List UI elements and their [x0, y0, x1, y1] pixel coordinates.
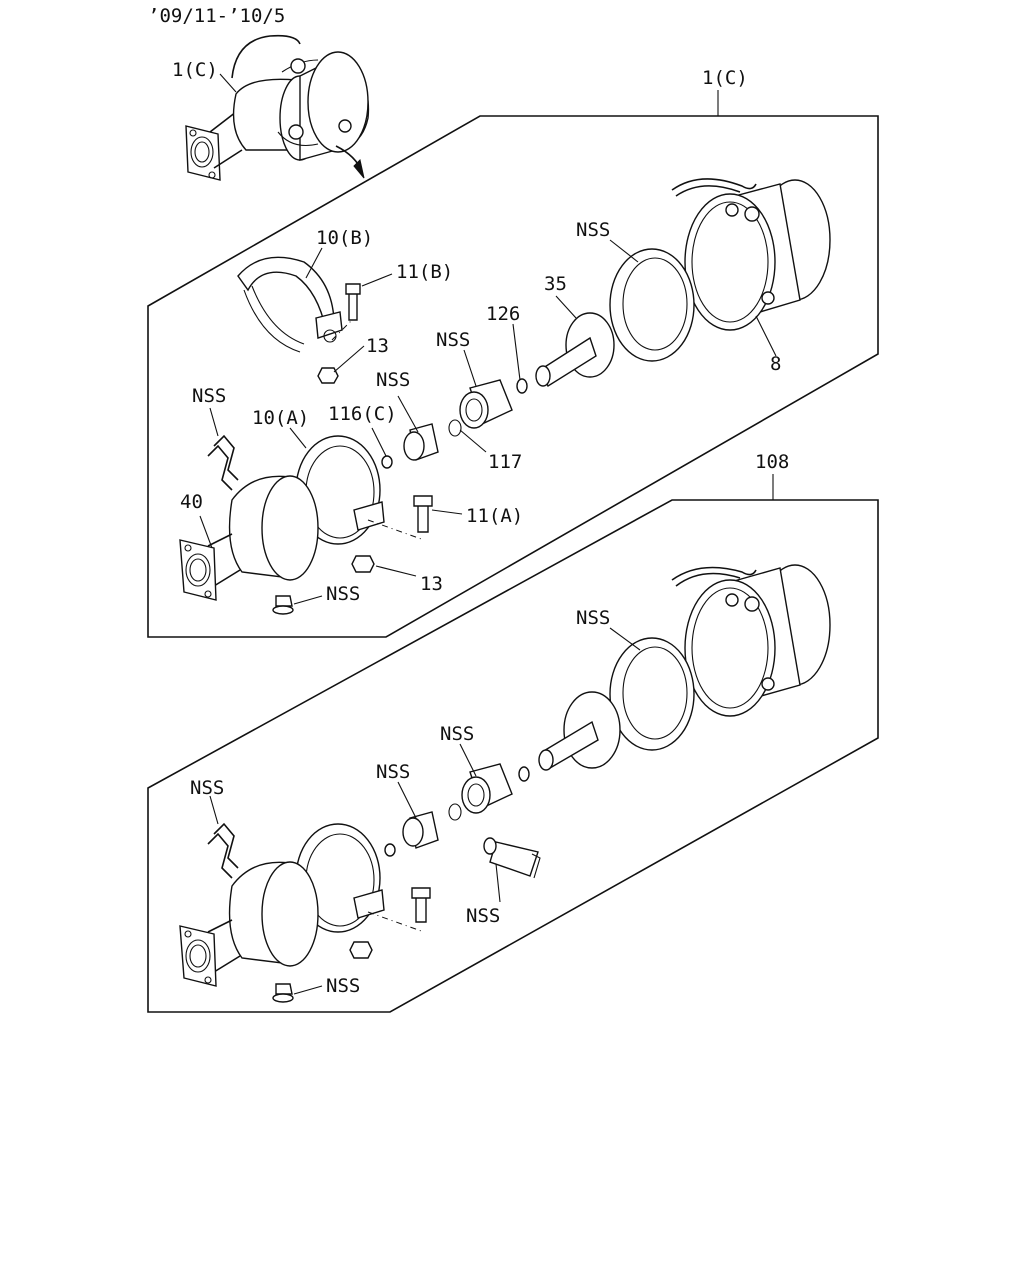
- label-8: 8: [770, 353, 781, 375]
- top-assembly-illustration: [185, 34, 370, 181]
- label-box2-title: 108: [755, 451, 789, 473]
- label-13-lower: 13: [420, 573, 443, 595]
- box1-parts: [179, 178, 831, 615]
- label-nss-sleeve-2: NSS: [376, 761, 410, 783]
- label-11a: 11(A): [466, 505, 523, 527]
- label-nss-plug-2: NSS: [466, 905, 500, 927]
- label-nss-nut-2: NSS: [326, 975, 360, 997]
- label-nss-gasket-1: NSS: [576, 219, 610, 241]
- label-nss-sleeve-1: NSS: [376, 369, 410, 391]
- label-nss-gasket-2: NSS: [576, 607, 610, 629]
- exploded-view-box-2: [147, 499, 879, 1013]
- exploded-view-box-1: [147, 115, 879, 638]
- box2-parts: [179, 564, 831, 1003]
- label-10b: 10(B): [316, 227, 373, 249]
- label-box1-title: 1(C): [702, 67, 748, 89]
- label-nss-nut-1: NSS: [326, 583, 360, 605]
- leader-lines: [199, 73, 777, 995]
- label-nss-shim-2: NSS: [190, 777, 224, 799]
- label-10a: 10(A): [252, 407, 309, 429]
- label-35: 35: [544, 273, 567, 295]
- label-13-upper: 13: [366, 335, 389, 357]
- callout-labels: 1(C) 1(C) 108 10(B) 11(B) 13 126 35 NSS …: [172, 59, 789, 997]
- date-range-label: ’09/11-’10/5: [148, 5, 285, 27]
- label-117: 117: [488, 451, 522, 473]
- label-126: 126: [486, 303, 520, 325]
- label-nss-shim-1: NSS: [192, 385, 226, 407]
- label-116c: 116(C): [328, 403, 397, 425]
- label-nss-bushing-1: NSS: [436, 329, 470, 351]
- label-nss-bushing-2: NSS: [440, 723, 474, 745]
- label-40: 40: [180, 491, 203, 513]
- label-11b: 11(B): [396, 261, 453, 283]
- label-top-assembly: 1(C): [172, 59, 218, 81]
